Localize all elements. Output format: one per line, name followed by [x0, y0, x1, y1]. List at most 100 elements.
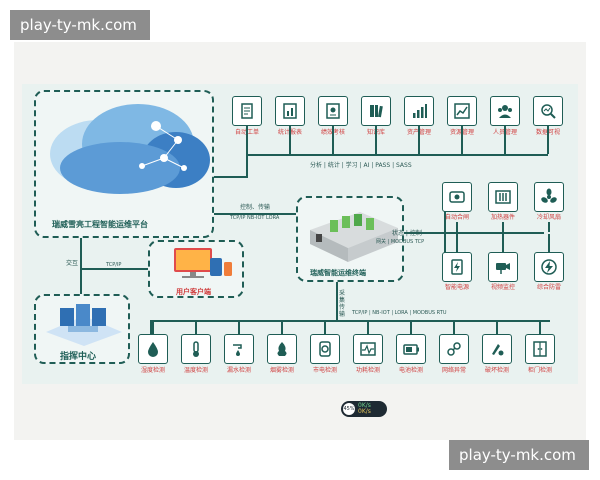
bottom-bus-line [150, 320, 550, 322]
status-control-label: 状态 | 控制 [392, 230, 422, 237]
bottom-module-connector-3 [281, 320, 283, 334]
right-module-tile-5[interactable] [534, 252, 564, 282]
top-module-connector-6 [504, 126, 506, 154]
command-center-title: 指挥中心 [60, 352, 97, 362]
terminal-device-illustration [310, 212, 398, 262]
right-module-connector-5 [548, 234, 550, 252]
top-module-tile-7[interactable] [533, 96, 563, 126]
bottom-module-connector-8 [496, 320, 498, 334]
bottom-module-connector-6 [410, 320, 412, 334]
heater-icon [495, 190, 511, 204]
right-module-connector-4 [502, 234, 504, 252]
top-module-tile-6[interactable] [490, 96, 520, 126]
resource-icon [454, 103, 470, 119]
mains-power-icon [319, 341, 331, 357]
right-module-connector-0 [456, 222, 458, 232]
bottom-module-tile-4[interactable] [310, 334, 340, 364]
platform-connector [214, 176, 248, 178]
bottom-module-tile-0[interactable] [138, 334, 168, 364]
bottom-module-tile-7[interactable] [439, 334, 469, 364]
bottom-module-label-0: 湿度检测 [140, 367, 165, 374]
bottom-module-connector-1 [195, 320, 197, 334]
smart-power-icon [451, 259, 463, 275]
top-module-connector-3 [375, 126, 377, 154]
bottom-module-tile-8[interactable] [482, 334, 512, 364]
right-module-tile-3[interactable] [442, 252, 472, 282]
right-module-connector-3 [456, 234, 458, 252]
control-transfer-label: 控制、传输 [240, 204, 271, 211]
top-module-connector-2 [332, 126, 334, 154]
bottom-module-label-4: 市电检测 [312, 367, 337, 374]
water-leak-icon [233, 344, 242, 356]
bottom-module-connector-4 [324, 320, 326, 334]
auto-switch-icon [449, 191, 465, 203]
protocols-top-label: TCP/IP NB-IOT LORA [230, 215, 280, 221]
bottom-module-connector-0 [152, 320, 154, 334]
data-visual-icon [541, 104, 556, 119]
top-module-tile-1[interactable] [275, 96, 305, 126]
top-module-connector-0 [246, 126, 248, 154]
network-icon [447, 342, 461, 356]
bottom-module-tile-5[interactable] [353, 334, 383, 364]
top-module-tile-5[interactable] [447, 96, 477, 126]
network-speed-badge: 45% 0K/s 0K/s [341, 401, 387, 417]
right-module-connector-1 [502, 222, 504, 232]
platform-to-command-line [80, 238, 82, 294]
protocols-bottom-label: TCP/IP | NB-IOT | LORA | MODBUS RTU [352, 310, 447, 316]
platform-title: 瑞威雪亮工程智能运维平台 [52, 220, 148, 229]
bottom-module-tile-1[interactable] [181, 334, 211, 364]
command-center-illustration [46, 304, 122, 346]
tcpip-label: TCP/IP [106, 262, 122, 268]
right-module-label-5: 综合防雷 [536, 284, 561, 291]
right-module-label-0: 自动合闸 [444, 214, 469, 221]
bottom-module-tile-9[interactable] [525, 334, 555, 364]
performance-icon [326, 103, 340, 119]
bottom-module-connector-7 [453, 320, 455, 334]
client-box [148, 240, 244, 298]
bottom-module-connector-5 [367, 320, 369, 334]
right-module-tile-2[interactable] [534, 182, 564, 212]
power-consumption-icon [360, 342, 376, 356]
top-module-connector-1 [289, 126, 291, 154]
top-module-connector-5 [461, 126, 463, 154]
tamper-icon [492, 344, 504, 356]
protocols-right-label: 网关 | MODBUS TCP [376, 239, 425, 245]
lightning-icon [541, 259, 557, 275]
top-module-connector-7 [547, 126, 549, 154]
bottom-module-tile-3[interactable] [267, 334, 297, 364]
right-module-tile-0[interactable] [442, 182, 472, 212]
bottom-module-label-3: 烟雾检测 [269, 367, 294, 374]
bottom-bus-left-drop [150, 320, 152, 334]
bottom-module-label-6: 电池检测 [398, 367, 423, 374]
camera-icon [496, 263, 510, 274]
right-module-label-1: 加热器件 [490, 214, 515, 221]
cabinet-door-icon [533, 341, 547, 357]
bottom-module-label-2: 漏水检测 [226, 367, 251, 374]
smoke-icon [277, 342, 287, 356]
bottom-module-connector-2 [238, 320, 240, 334]
right-module-tile-1[interactable] [488, 182, 518, 212]
report-icon [283, 103, 297, 119]
knowledge-base-icon [370, 105, 383, 118]
top-module-tile-3[interactable] [361, 96, 391, 126]
upload-speed: 0K/s [358, 402, 371, 409]
top-module-connector-4 [418, 126, 420, 154]
personnel-icon [498, 105, 512, 118]
bottom-module-tile-6[interactable] [396, 334, 426, 364]
humidity-icon [148, 342, 158, 357]
bottom-module-label-5: 功耗检测 [355, 367, 380, 374]
bottom-module-tile-2[interactable] [224, 334, 254, 364]
asset-icon [413, 104, 427, 118]
client-devices-illustration [174, 248, 232, 278]
top-module-tile-0[interactable] [232, 96, 262, 126]
cpu-percent: 45% [343, 403, 355, 415]
bottom-module-label-1: 温度检测 [183, 367, 208, 374]
terminal-box [296, 196, 404, 282]
top-bus-line [246, 154, 548, 156]
top-module-tile-2[interactable] [318, 96, 348, 126]
top-module-tile-4[interactable] [404, 96, 434, 126]
right-module-tile-4[interactable] [488, 252, 518, 282]
watermark-top: play-ty-mk.com [10, 10, 150, 40]
right-module-label-4: 视频监控 [490, 284, 515, 291]
command-center-box [34, 294, 130, 364]
